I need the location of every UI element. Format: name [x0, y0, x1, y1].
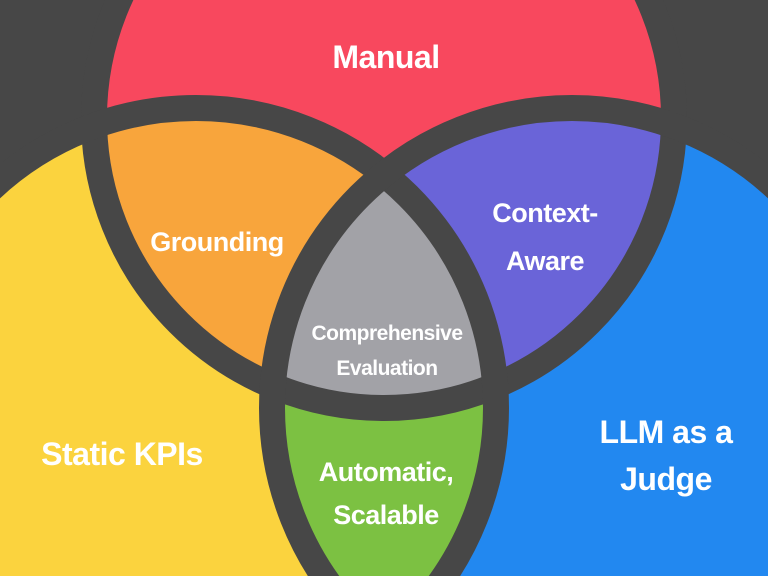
label-llm-judge-line1: LLM as a [600, 414, 734, 450]
label-context-aware-line2: Aware [506, 246, 585, 276]
label-comprehensive-evaluation-line2: Evaluation [336, 357, 437, 380]
region-comprehensive-evaluation [272, 108, 496, 408]
label-grounding: Grounding [150, 227, 283, 257]
label-context-aware-line1: Context- [492, 198, 598, 228]
label-static-kpis: Static KPIs [41, 436, 203, 472]
label-manual: Manual [332, 39, 439, 75]
label-automatic-scalable-line1: Automatic, [319, 457, 454, 487]
label-llm-judge-line2: Judge [620, 461, 712, 497]
label-comprehensive-evaluation-line1: Comprehensive [311, 322, 462, 345]
circle-static-kpis-outline [0, 95, 509, 576]
label-automatic-scalable-line2: Scalable [333, 500, 439, 530]
circle-llm-judge-outline [259, 95, 768, 576]
